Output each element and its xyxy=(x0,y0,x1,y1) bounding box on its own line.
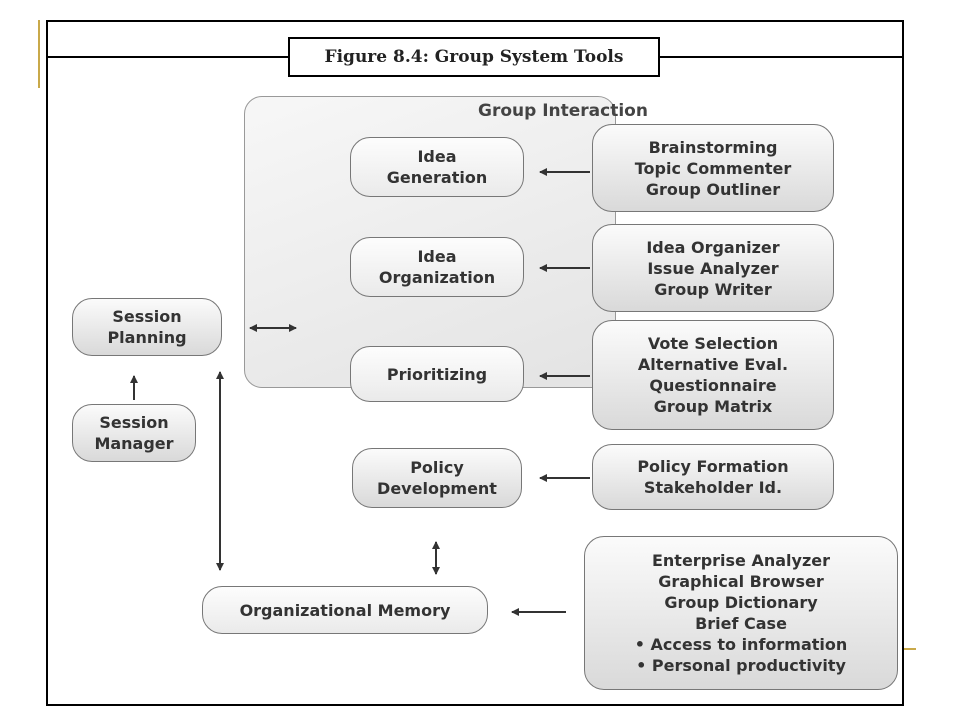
prioritizing-box: Prioritizing xyxy=(350,346,524,402)
tool-item: Topic Commenter xyxy=(634,158,792,178)
tool-item: Brief Case xyxy=(695,614,787,633)
tool-item: Graphical Browser xyxy=(658,572,824,591)
prioritizing-line: Prioritizing xyxy=(386,364,488,384)
tool-item: Group Outliner xyxy=(645,179,781,199)
organization-tools-box: Idea Organizer Issue Analyzer Group Writ… xyxy=(592,224,834,312)
tool-item: Idea Organizer xyxy=(646,237,780,257)
tool-item: • Personal productivity xyxy=(636,656,846,675)
idea-organization-line: Organization xyxy=(378,268,496,287)
policy-tools-box: Policy Formation Stakeholder Id. xyxy=(592,444,834,510)
tool-item: Vote Selection xyxy=(647,334,779,353)
idea-generation-line: Idea xyxy=(417,147,457,166)
tool-item: Group Dictionary xyxy=(664,593,818,612)
idea-generation-box: Idea Generation xyxy=(350,137,524,197)
session-manager-line: Manager xyxy=(94,434,174,453)
tool-item: Stakeholder Id. xyxy=(643,478,783,497)
tool-item: Policy Formation xyxy=(637,457,789,476)
tool-item: • Access to information xyxy=(634,635,848,654)
session-planning-line: Session xyxy=(112,307,182,326)
idea-generation-line: Generation xyxy=(386,168,488,187)
tool-item: Group Matrix xyxy=(653,397,773,416)
organizational-memory-box: Organizational Memory xyxy=(202,586,488,634)
prioritizing-tools-box: Vote Selection Alternative Eval. Questio… xyxy=(592,320,834,430)
session-planning-line: Planning xyxy=(107,328,187,347)
memory-tools-box: Enterprise Analyzer Graphical Browser Gr… xyxy=(584,536,898,690)
tool-item: Enterprise Analyzer xyxy=(651,551,831,570)
policy-development-line: Development xyxy=(377,479,497,498)
tool-item: Questionnaire xyxy=(649,376,777,395)
policy-development-line: Policy xyxy=(410,458,464,477)
session-manager-line: Session xyxy=(99,413,169,432)
figure-caption: Figure 8.4: Group System Tools xyxy=(288,37,660,77)
figure-frame xyxy=(46,20,904,706)
idea-organization-box: Idea Organization xyxy=(350,237,524,297)
accent-rule-right xyxy=(904,648,916,650)
organizational-memory-line: Organizational Memory xyxy=(239,600,451,620)
accent-rule-left-vertical xyxy=(38,20,40,88)
generation-tools-box: Brainstorming Topic Commenter Group Outl… xyxy=(592,124,834,212)
idea-organization-line: Idea xyxy=(417,247,457,266)
tool-item: Group Writer xyxy=(654,279,772,299)
session-manager-box: Session Manager xyxy=(72,404,196,462)
policy-development-box: Policy Development xyxy=(352,448,522,508)
group-interaction-title: Group Interaction xyxy=(478,101,648,121)
session-planning-box: Session Planning xyxy=(72,298,222,356)
tool-item: Issue Analyzer xyxy=(647,258,779,278)
tool-item: Brainstorming xyxy=(648,137,778,157)
tool-item: Alternative Eval. xyxy=(637,355,789,374)
